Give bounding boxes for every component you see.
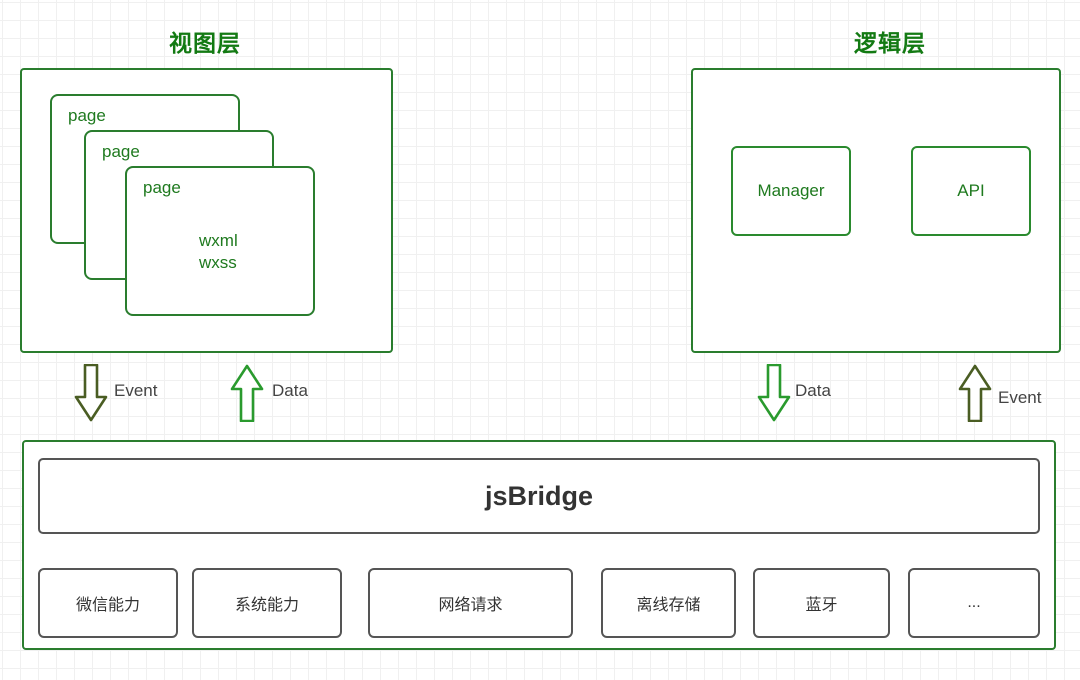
capability-box-bluetooth[interactable]: 蓝牙	[753, 568, 890, 638]
code-line-wxss: wxss	[199, 253, 237, 272]
capability-box-system[interactable]: 系统能力	[192, 568, 342, 638]
page-card-label: page	[102, 142, 140, 161]
arrow-down-icon	[74, 363, 108, 422]
arrow-logic-to-bridge-data	[757, 363, 791, 422]
capability-box-wechat[interactable]: 微信能力	[38, 568, 178, 638]
bridge-panel: jsBridge 微信能力 系统能力 网络请求 离线存储 蓝牙 ...	[22, 440, 1056, 650]
logic-box-manager[interactable]: Manager	[731, 146, 851, 236]
page-card-3[interactable]: page wxml wxss	[125, 166, 315, 316]
capability-label: 系统能力	[234, 597, 299, 614]
logic-box-label: Manager	[757, 181, 825, 200]
capability-label: ...	[967, 594, 981, 611]
view-layer-title: 视图层	[169, 30, 241, 56]
jsbridge-label: jsBridge	[484, 480, 594, 511]
logic-layer-title: 逻辑层	[854, 30, 926, 56]
arrow-bridge-to-logic-event	[958, 364, 992, 423]
jsbridge-box[interactable]: jsBridge	[38, 458, 1040, 534]
capability-label: 网络请求	[438, 597, 503, 614]
arrow-up-icon	[230, 364, 264, 423]
capability-box-storage[interactable]: 离线存储	[601, 568, 736, 638]
arrow-label-data-left: Data	[272, 381, 308, 400]
capability-box-more[interactable]: ...	[908, 568, 1040, 638]
view-layer-panel: page page page wxml wxss	[20, 68, 393, 353]
capability-label: 微信能力	[75, 597, 140, 614]
logic-box-label: API	[957, 181, 985, 200]
arrow-down-icon	[757, 363, 791, 422]
capability-label: 离线存储	[636, 597, 701, 614]
code-line-wxml: wxml	[199, 231, 238, 250]
logic-box-api[interactable]: API	[911, 146, 1031, 236]
arrow-label-event-left: Event	[114, 381, 158, 400]
page-card-label: page	[68, 106, 106, 125]
arrow-view-to-bridge-event	[74, 363, 108, 422]
arrow-up-icon	[958, 364, 992, 423]
capability-box-network[interactable]: 网络请求	[368, 568, 573, 638]
arrow-bridge-to-view-data	[230, 364, 264, 423]
page-card-label: page	[143, 178, 181, 197]
capability-label: 蓝牙	[805, 597, 838, 614]
page-card-code: wxml wxss	[199, 230, 238, 274]
arrow-label-data-right: Data	[795, 381, 831, 400]
logic-layer-panel: Manager API	[691, 68, 1061, 353]
arrow-label-event-right: Event	[998, 388, 1042, 407]
